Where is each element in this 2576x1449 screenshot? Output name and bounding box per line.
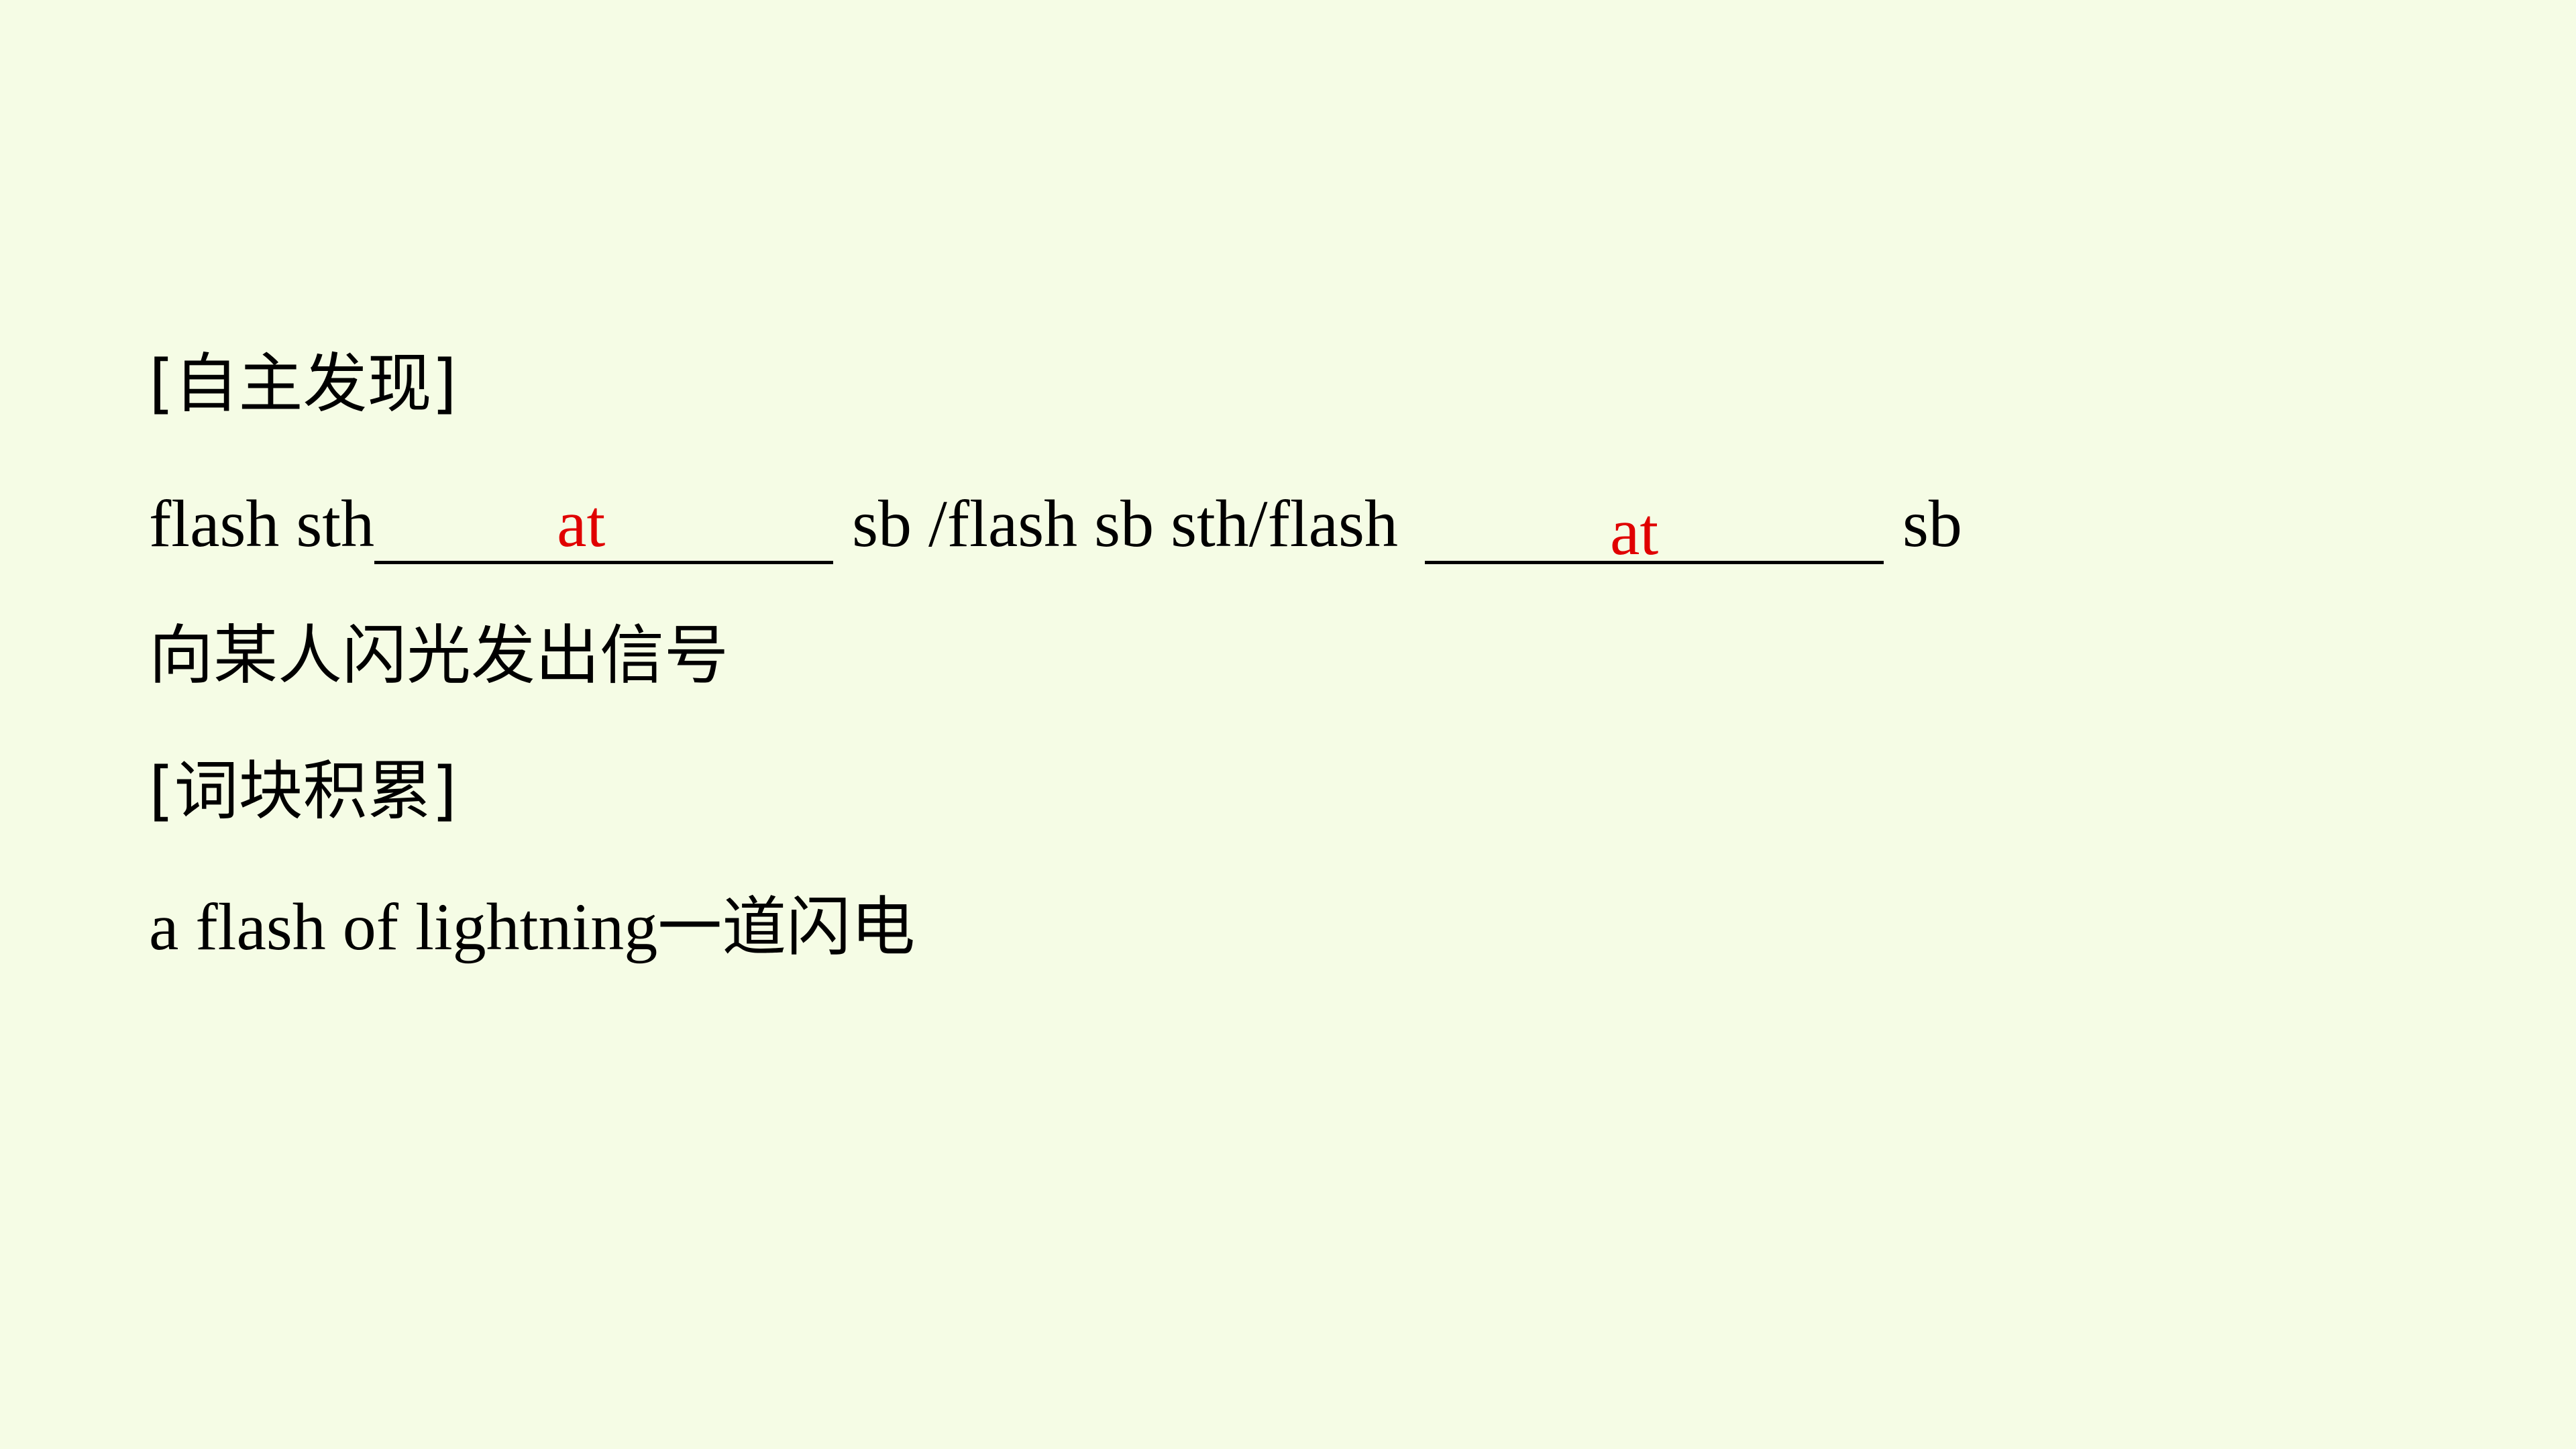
- heading-self-discovery: [自主发现]: [149, 346, 457, 421]
- answer-1: at: [557, 486, 606, 561]
- pattern-line: flash sth at sb /flash sb sth/flash at sb: [149, 484, 1962, 569]
- chunk-line: a flash of lightning一道闪电: [149, 887, 915, 967]
- pattern-text-3: sb: [1902, 486, 1962, 561]
- answer-blank-1: at: [374, 484, 834, 564]
- chunk-english: a flash of lightning: [149, 890, 658, 964]
- chunk-chinese: 一道闪电: [657, 890, 916, 965]
- heading-chunk-accumulation: [词块积累]: [149, 753, 457, 828]
- meaning-line: 向某人闪光发出信号: [149, 618, 729, 693]
- pattern-text-2: sb /flash sb sth/flash: [852, 486, 1398, 561]
- answer-blank-2: at: [1424, 484, 1884, 569]
- answer-2: at: [1609, 494, 1659, 569]
- pattern-text-1: flash sth: [149, 486, 375, 561]
